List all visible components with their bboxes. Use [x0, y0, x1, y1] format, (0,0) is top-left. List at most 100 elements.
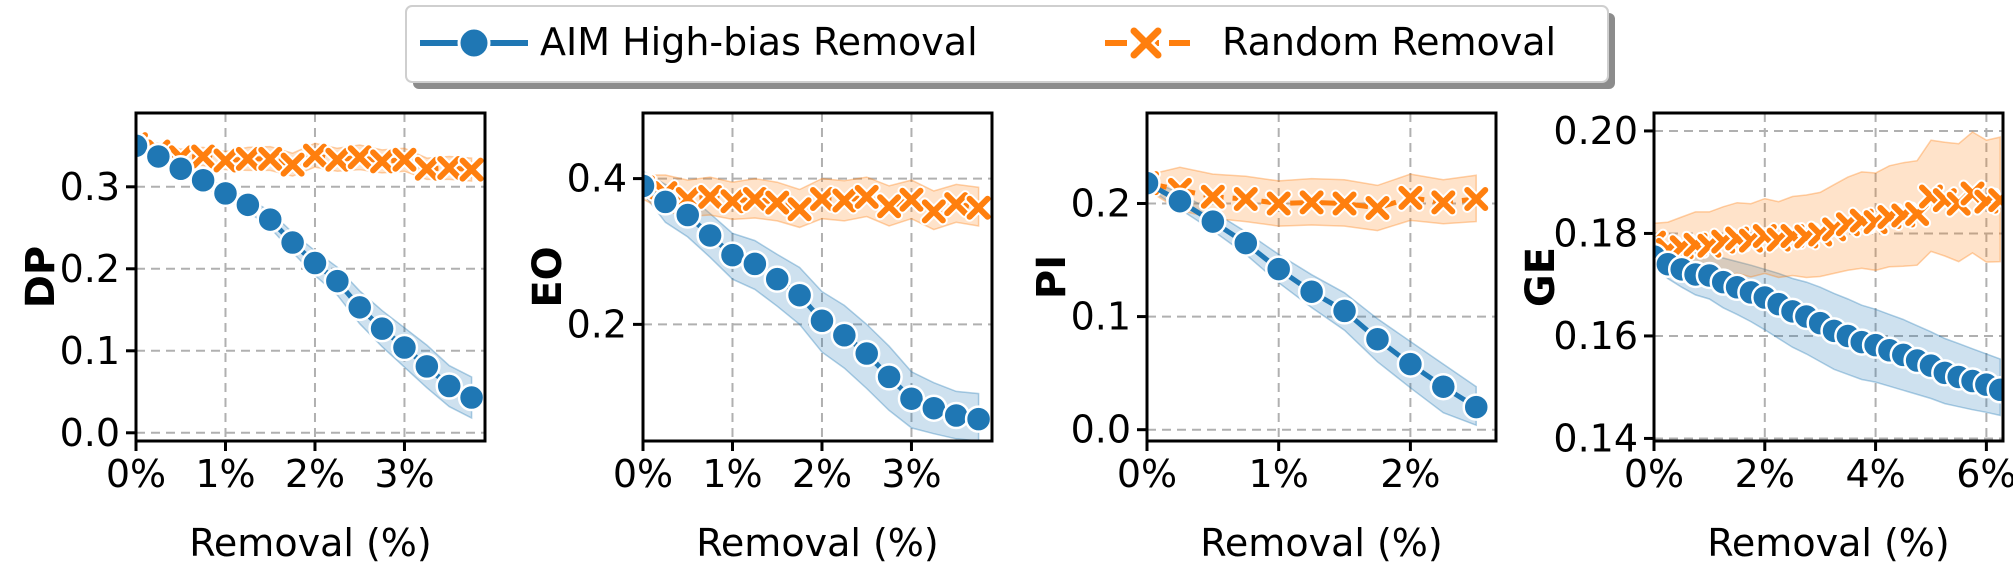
x-marker [325, 147, 350, 172]
legend-x-marker [1128, 25, 1164, 61]
legend-circle-marker [457, 26, 491, 60]
data-point-random [323, 145, 352, 174]
x-marker [347, 145, 372, 170]
x-marker [370, 149, 395, 174]
data-point-aim [301, 249, 329, 277]
data-point-random [696, 182, 725, 211]
plot-frame [641, 111, 994, 443]
x-tick-label: 4% [1845, 452, 1905, 496]
y-tick-label: 0.0 [60, 411, 120, 455]
x-tick-label: 1% [702, 452, 762, 496]
data-point-aim [1147, 169, 1161, 197]
data-point-aim [278, 228, 307, 257]
data-point-aim [830, 321, 859, 350]
legend: AIM High-bias Removal Random Removal [405, 5, 1615, 89]
data-point-random [345, 143, 374, 172]
x-tick-label: 2% [1380, 452, 1440, 496]
x-tick-label: 0% [1624, 452, 1684, 496]
data-point-aim [964, 405, 992, 433]
x-marker [742, 187, 767, 212]
legend-frame [405, 5, 1609, 83]
data-point-aim [643, 172, 657, 200]
data-point-random [897, 185, 926, 214]
x-marker [1200, 184, 1225, 209]
data-point-aim [166, 155, 195, 183]
data-point-random [807, 185, 836, 214]
x-tick-label: 0% [613, 452, 673, 496]
data-point-random [942, 190, 971, 219]
data-point-aim [390, 333, 419, 362]
x-tick-label: 3% [374, 452, 434, 496]
y-tick-label: 0.16 [1553, 314, 1638, 358]
x-marker [213, 148, 238, 173]
y-tick-label: 0.20 [1553, 109, 1638, 153]
data-point-random [1462, 184, 1491, 213]
data-point-aim [234, 191, 262, 219]
data-point-aim [1166, 187, 1194, 215]
data-point-aim [1199, 207, 1227, 236]
y-tick-label: 0.2 [567, 302, 627, 346]
y-axis-label: PI [1029, 255, 1075, 299]
data-point-aim [1330, 297, 1359, 325]
data-point-aim [345, 293, 374, 322]
legend-label-aim: AIM High-bias Removal [540, 20, 978, 64]
data-point-aim [785, 281, 814, 309]
y-tick-label: 0.14 [1553, 416, 1638, 460]
x-marker [280, 152, 305, 177]
data-point-aim [323, 267, 352, 295]
x-marker [720, 189, 745, 214]
data-point-aim [808, 306, 836, 335]
data-point-aim [763, 265, 791, 293]
x-axis-label: Removal (%) [189, 521, 432, 565]
data-point-random [278, 150, 307, 179]
x-marker [832, 188, 857, 213]
x-marker [1464, 186, 1489, 211]
x-marker [459, 157, 484, 182]
data-point-random [964, 193, 992, 222]
x-tick-label: 3% [881, 452, 941, 496]
x-marker [1332, 191, 1357, 216]
x-marker [854, 184, 879, 209]
plot-frame [1145, 111, 1498, 443]
data-point-aim [741, 250, 769, 278]
data-point-aim [457, 383, 485, 412]
data-point-random [830, 186, 859, 215]
data-point-random [233, 144, 262, 173]
plot-contents [1147, 113, 1496, 441]
legend-entry-aim: AIM High-bias Removal [420, 20, 978, 64]
x-marker [1299, 190, 1324, 215]
x-marker [698, 184, 723, 209]
data-point-aim [435, 372, 463, 400]
y-tick-label: 0.1 [1071, 295, 1131, 339]
data-point-random [368, 147, 397, 176]
data-point-aim [651, 188, 680, 216]
y-axis-label: EO [525, 246, 571, 307]
x-marker [787, 197, 812, 222]
x-marker [809, 187, 834, 212]
x-marker [1365, 196, 1390, 221]
data-point-random [1231, 184, 1260, 213]
data-point-aim [1264, 255, 1293, 283]
data-point-aim [413, 352, 441, 381]
x-axis-label: Removal (%) [1200, 521, 1443, 565]
x-marker [235, 146, 260, 171]
data-point-aim [1986, 376, 2003, 404]
x-marker [966, 195, 991, 220]
data-point-aim [211, 179, 240, 208]
x-marker [258, 146, 283, 171]
y-tick-label: 0.1 [60, 329, 120, 373]
x-tick-label: 6% [1956, 452, 2013, 496]
plot-contents [643, 113, 992, 441]
data-point-aim [189, 166, 217, 194]
data-point-aim [1297, 277, 1326, 306]
data-point-random [763, 188, 792, 217]
x-tick-label: 0% [106, 452, 166, 496]
data-point-aim [144, 142, 173, 171]
x-marker [899, 187, 924, 212]
y-axis-label: GE [1518, 247, 1564, 307]
